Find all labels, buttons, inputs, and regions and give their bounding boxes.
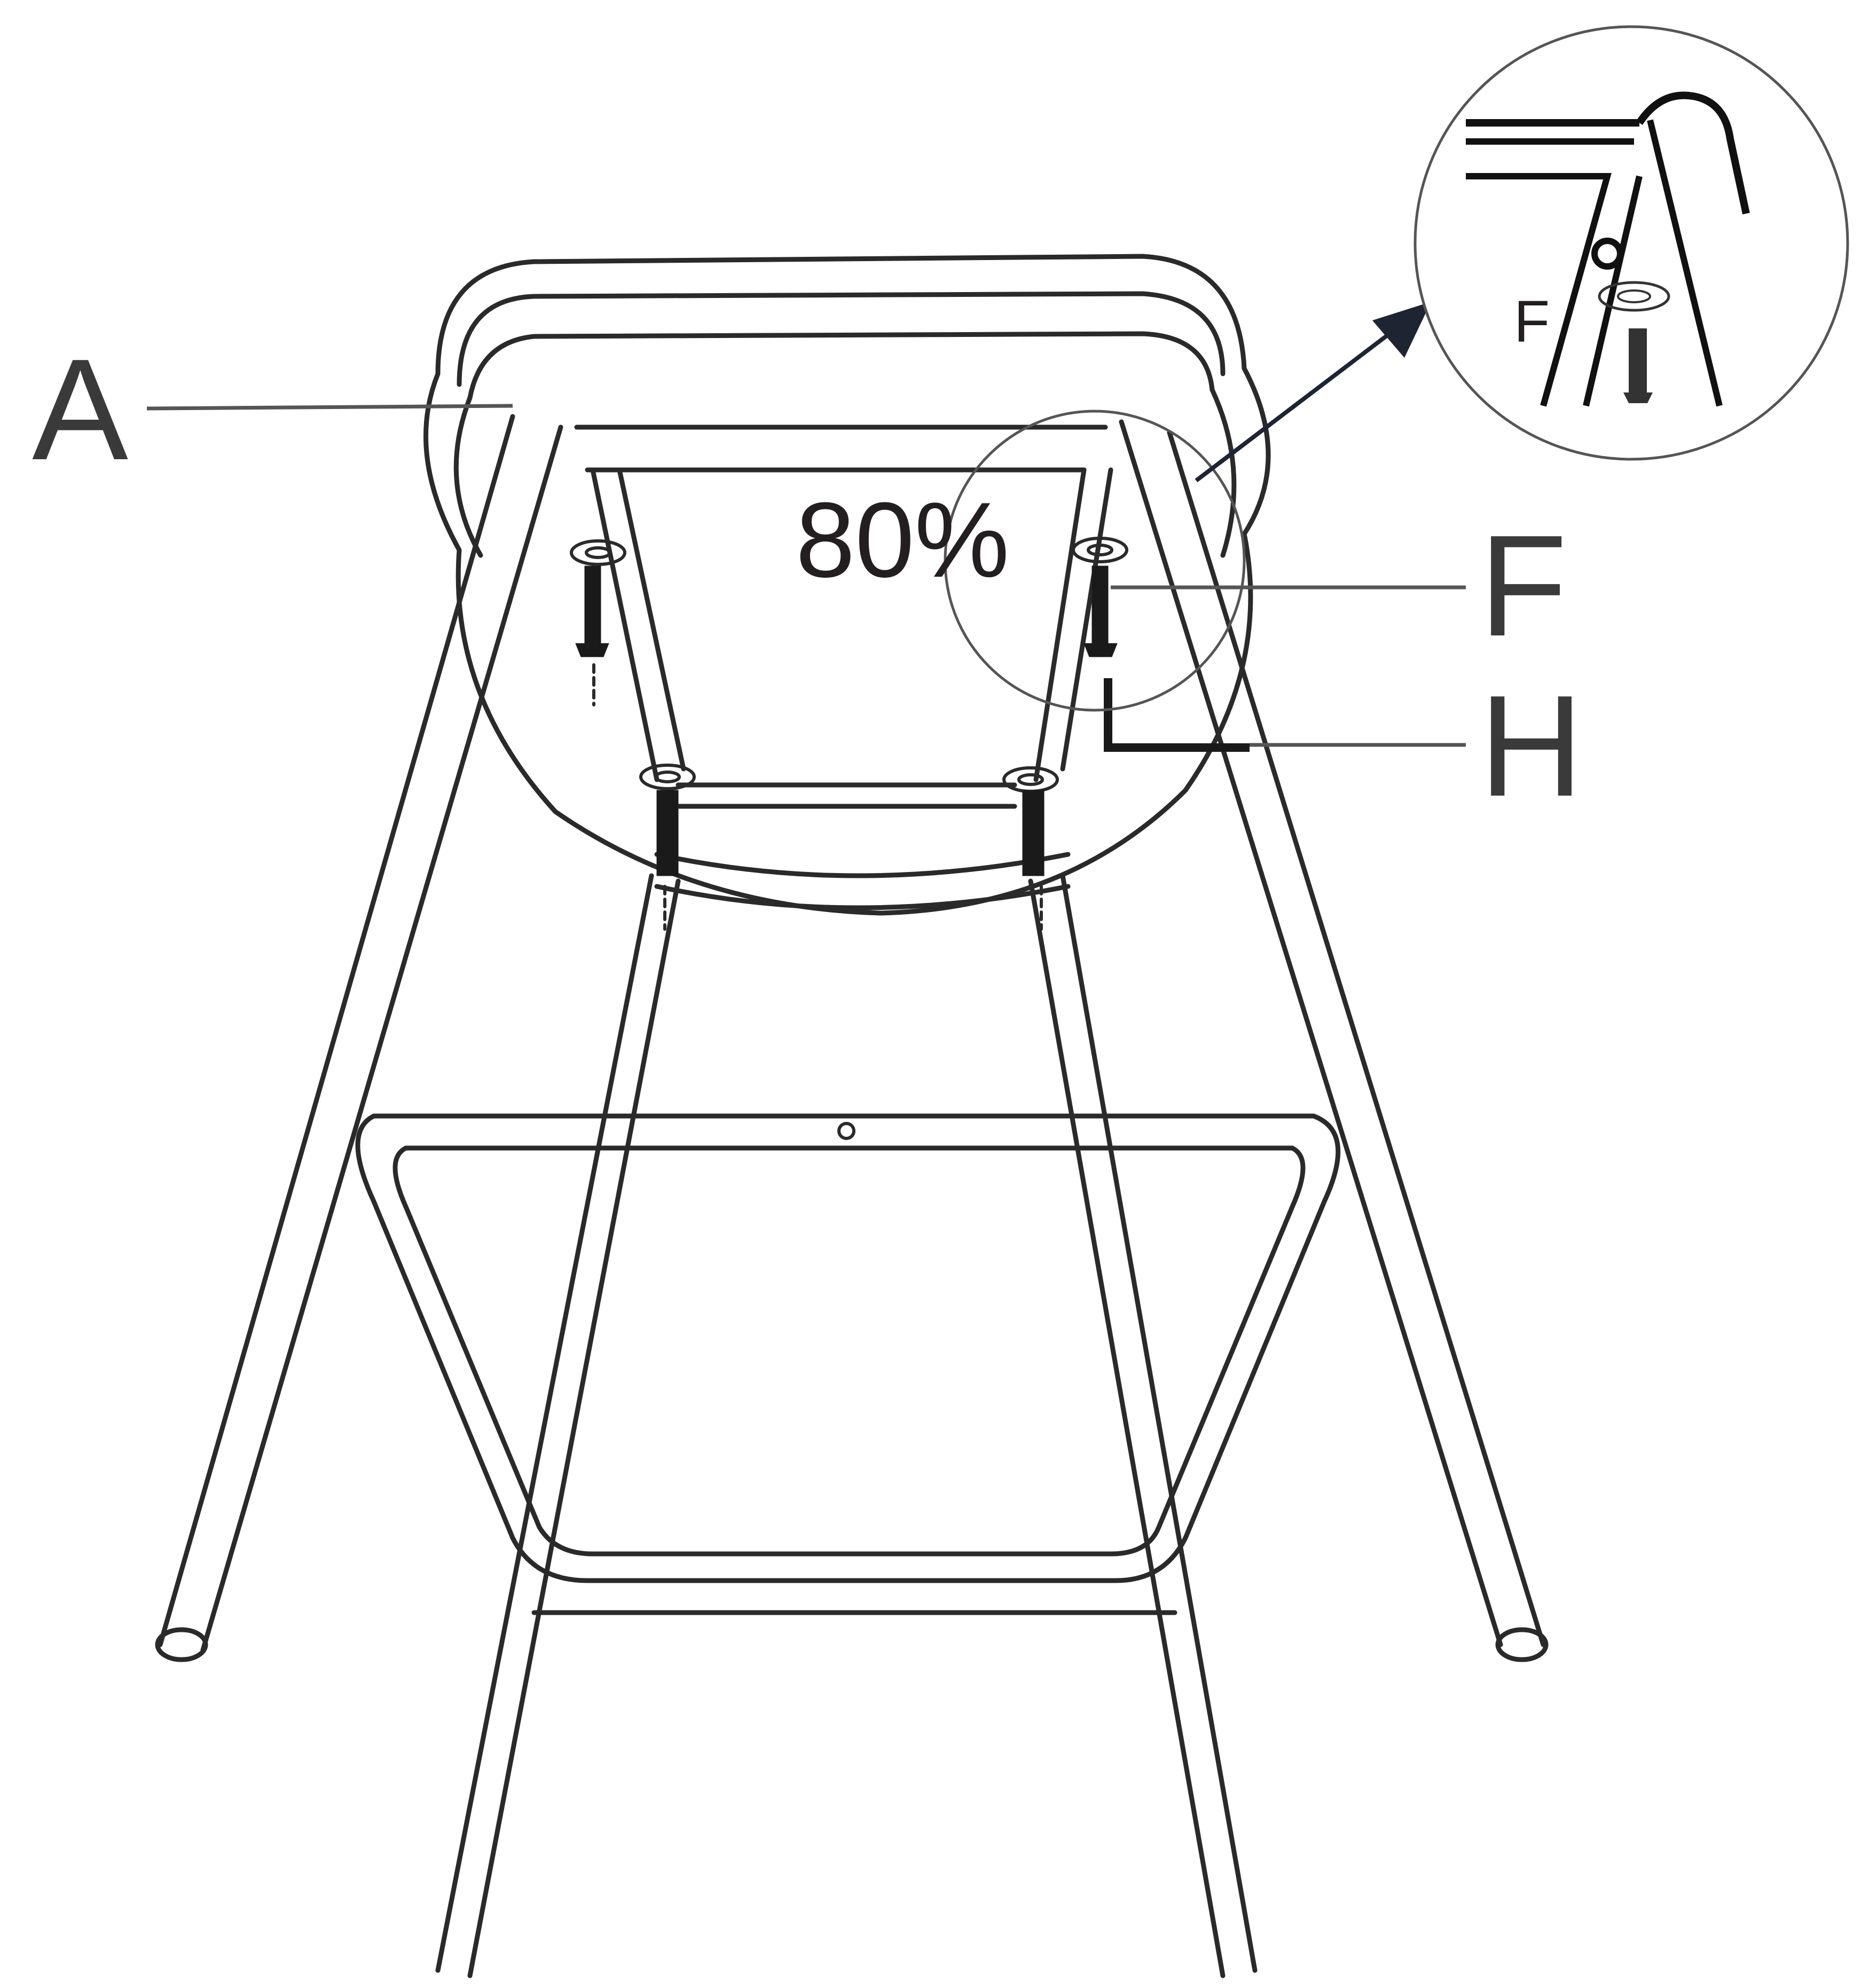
callout-arrow-icon xyxy=(1195,302,1431,483)
seat xyxy=(423,254,1271,916)
part-label-h: H xyxy=(1479,666,1583,827)
bolt-icon xyxy=(1022,790,1045,876)
washer-icon xyxy=(1002,766,1059,793)
bolt-left-front xyxy=(639,764,696,931)
detail-label-f: F xyxy=(1514,289,1550,355)
bolt-icon xyxy=(1091,565,1109,647)
bolt-right-rear xyxy=(1072,537,1128,657)
part-label-a: A xyxy=(32,329,129,490)
tilt-percentage: 80% xyxy=(796,481,1009,600)
washer-icon xyxy=(570,539,626,566)
bolt-right-front xyxy=(1002,766,1059,931)
allen-key-icon xyxy=(1104,678,1250,752)
washer-icon xyxy=(1072,537,1128,563)
magnifier-detail-icon: F xyxy=(1413,25,1849,461)
washer-icon xyxy=(639,764,696,790)
bolt-icon xyxy=(584,565,601,647)
bolt-icon xyxy=(656,790,679,876)
seat-frame xyxy=(574,425,1108,809)
footrest xyxy=(355,1113,1341,1615)
legs xyxy=(155,414,1549,1978)
detail-source-circle xyxy=(944,410,1246,712)
part-label-f: F xyxy=(1479,506,1567,666)
leader-lines xyxy=(146,404,1466,747)
bolt-left-rear xyxy=(570,539,626,706)
